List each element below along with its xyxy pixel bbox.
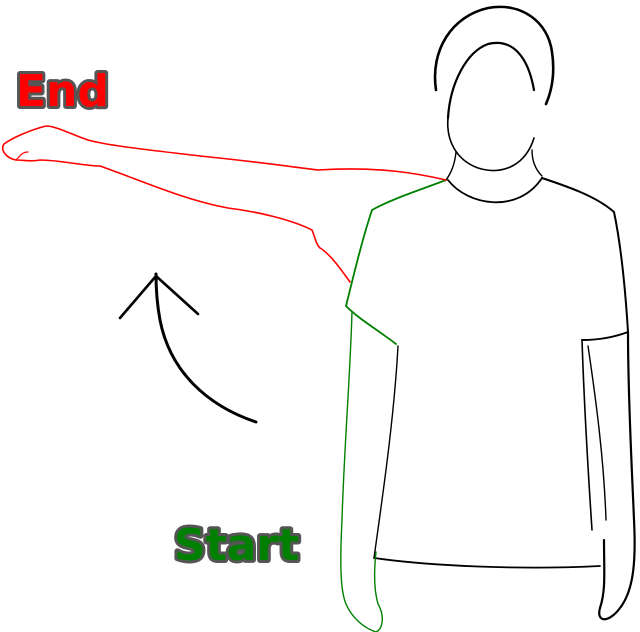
shirt-collar: [447, 177, 543, 204]
arrow-shaft: [154, 272, 258, 424]
curved-arrow-up-icon: [118, 272, 258, 424]
face-outline: [446, 117, 535, 172]
head: [433, 5, 555, 172]
start-label: Start: [174, 520, 299, 571]
arrow-head: [118, 274, 200, 320]
start-arm: [340, 179, 447, 632]
hair-outline: [433, 5, 555, 106]
end-arm: [1, 125, 447, 283]
right-side-body: [581, 339, 593, 531]
right-forearm-inner: [587, 345, 607, 521]
shirt-hem: [373, 557, 601, 569]
end-arm-outline: [1, 125, 447, 283]
end-label: End: [16, 66, 109, 117]
left-side-body: [373, 345, 399, 559]
start-arm-lower: [340, 311, 383, 632]
hairline: [446, 41, 536, 120]
right-shoulder-sleeve: [541, 177, 629, 341]
right-forearm-outer: [598, 330, 636, 621]
torso: [373, 149, 636, 621]
neck-right: [531, 149, 543, 177]
start-arm-outline: [345, 179, 447, 345]
neck-left: [445, 151, 457, 181]
end-arm-fingers: [15, 151, 29, 161]
